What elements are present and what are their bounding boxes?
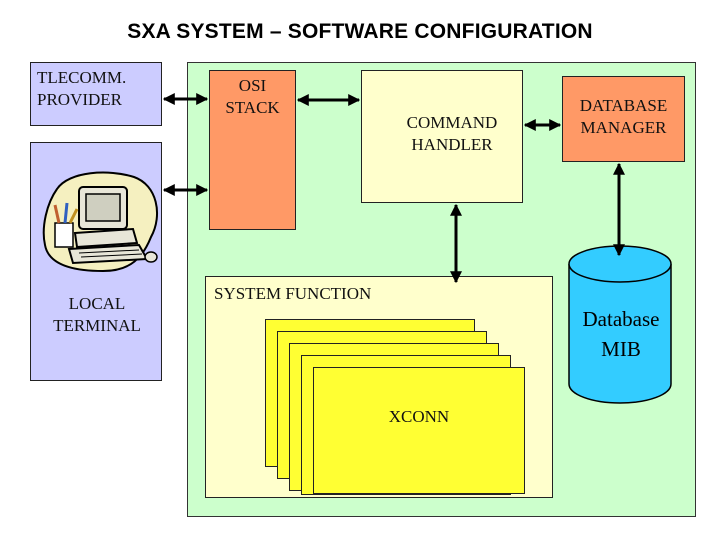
database-label: Database MIB [566,304,676,364]
command-label-line1: COMMAND [406,113,498,132]
system-function-label: SYSTEM FUNCTION [214,284,372,303]
xconn-label: XCONN [388,407,450,426]
telecom-provider-box: TLECOMM. PROVIDER [30,62,162,126]
computer-icon [42,171,159,273]
system-function-box: SYSTEM FUNCTION XCONN [205,276,553,498]
command-label-line2: HANDLER [411,135,493,154]
command-handler-box: COMMAND HANDLER [361,70,523,203]
telecom-label-line2: PROVIDER [37,90,123,109]
terminal-label-line1: LOCAL [68,294,126,313]
page-title: SXA SYSTEM – SOFTWARE CONFIGURATION [127,20,593,43]
database-label-line1: Database [582,307,660,331]
osi-stack-box: OSI STACK [209,70,296,230]
osi-label-line1: OSI [238,76,267,95]
dbmanager-label-line2: MANAGER [580,118,667,137]
xconn-card: XCONN [313,367,525,494]
osi-label-line2: STACK [225,98,280,117]
database-manager-box: DATABASE MANAGER [562,76,685,162]
database-cylinder-icon [568,245,672,404]
local-terminal-box: LOCAL TERMINAL [30,142,162,381]
telecom-label-line1: TLECOMM. [37,68,127,87]
terminal-label: LOCAL TERMINAL [31,293,163,337]
dbmanager-label-line1: DATABASE [579,96,668,115]
database-label-line2: MIB [601,337,641,361]
terminal-label-line2: TERMINAL [53,316,141,335]
